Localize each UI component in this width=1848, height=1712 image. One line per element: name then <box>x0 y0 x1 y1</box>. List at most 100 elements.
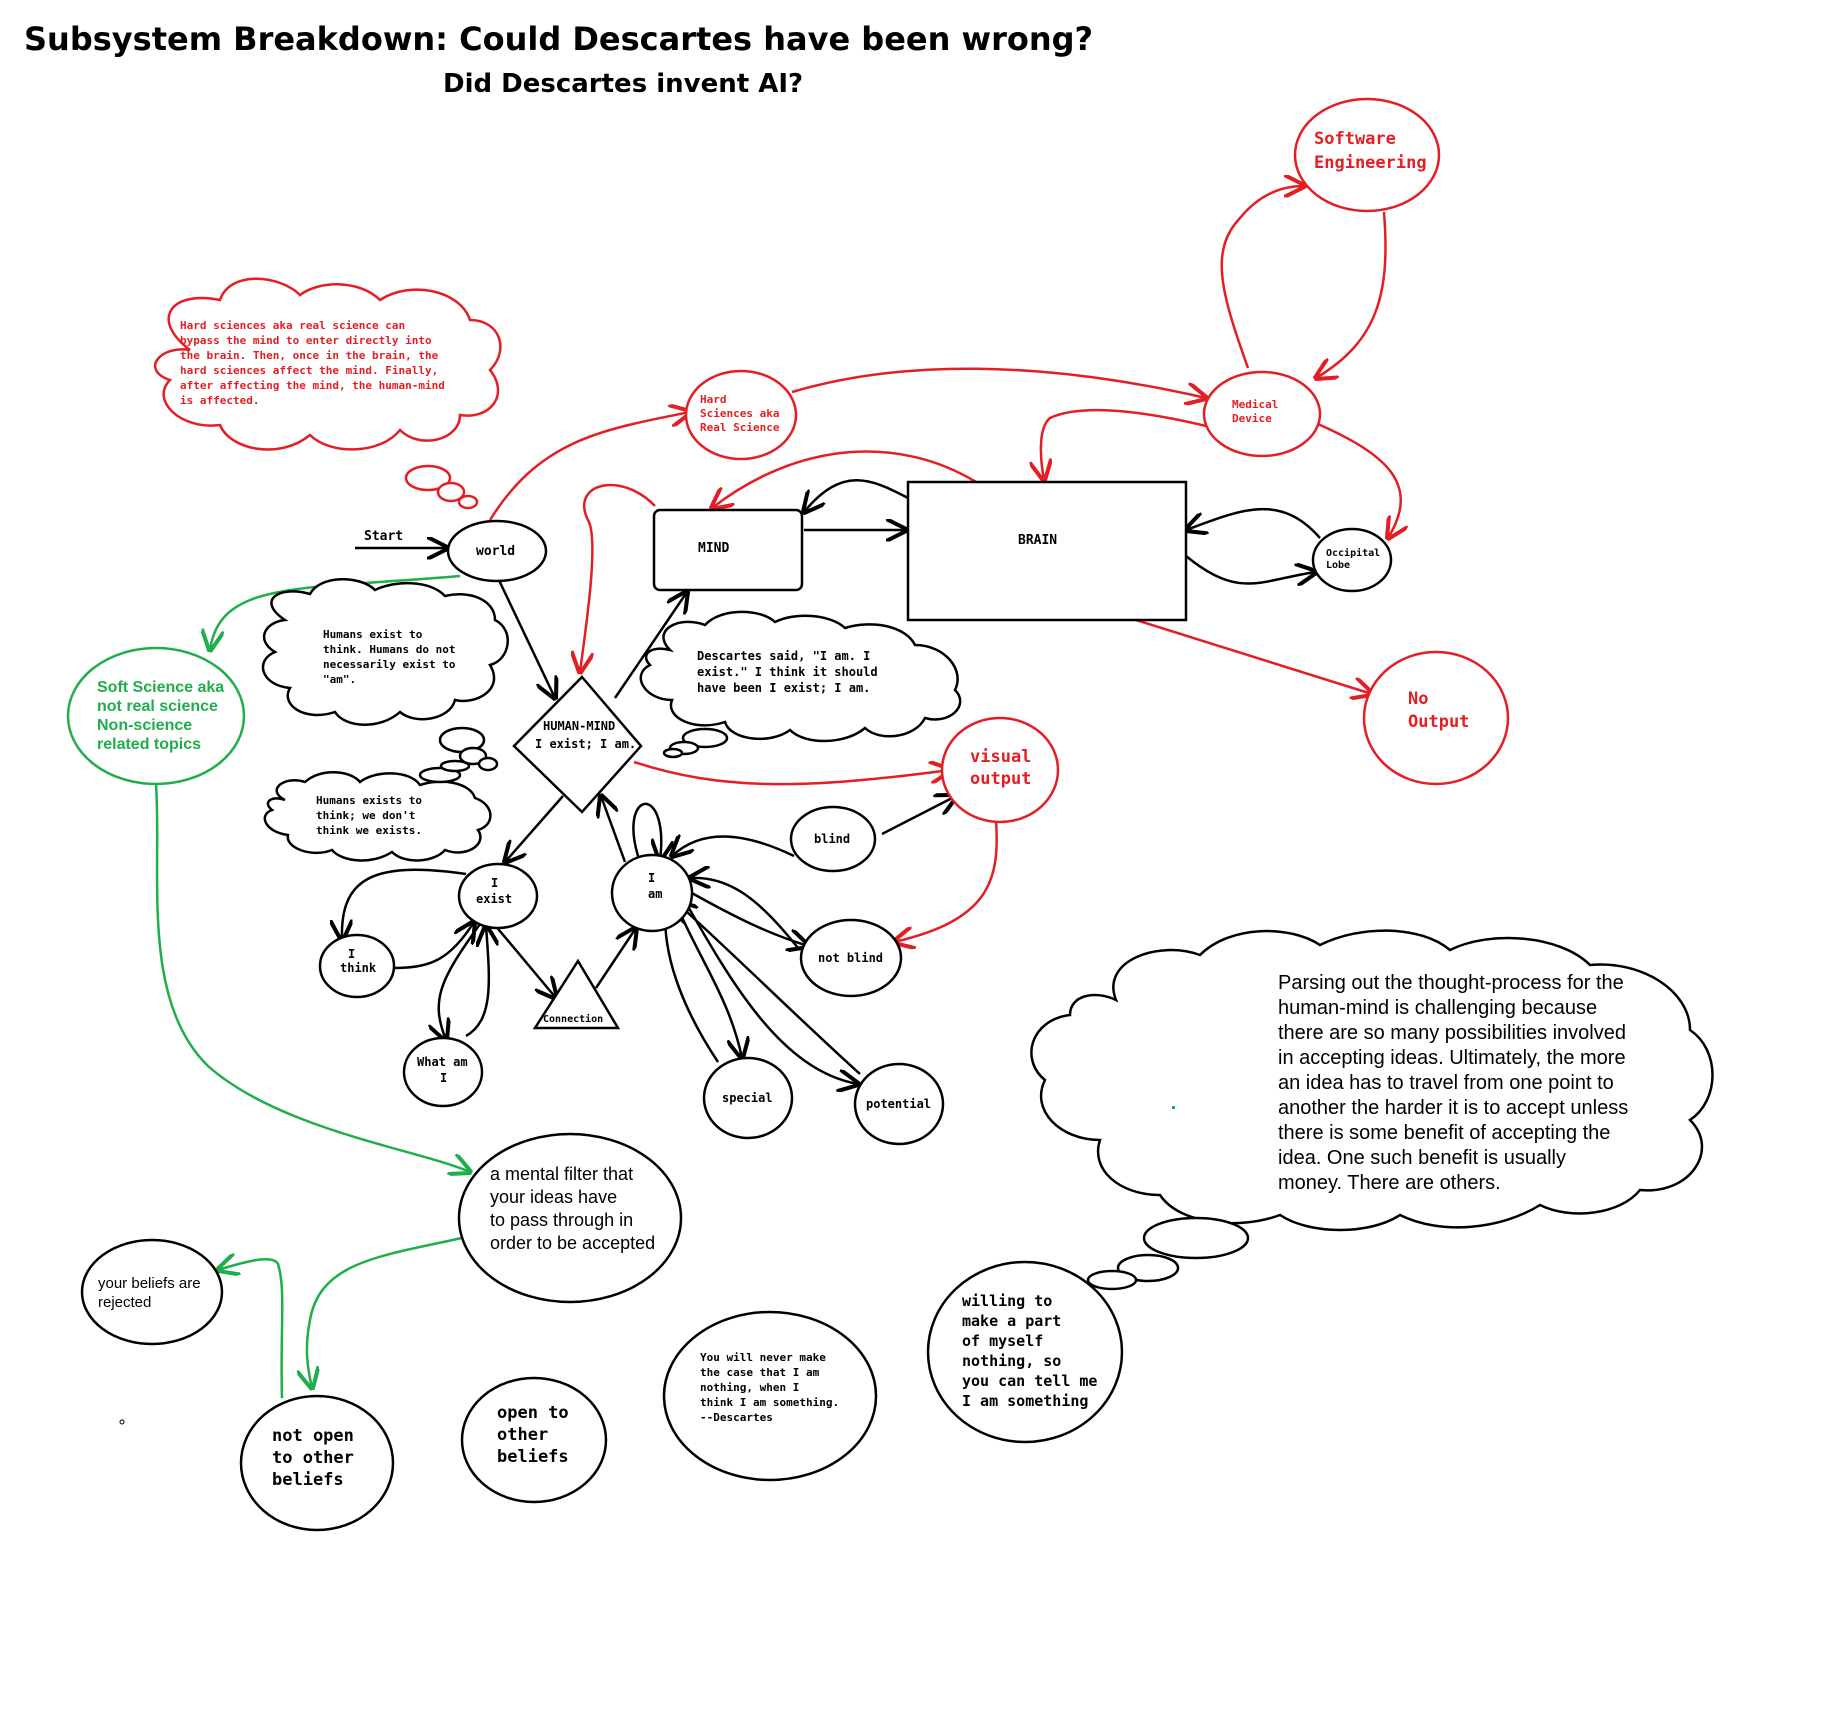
software-engineering-label-2: Engineering <box>1314 153 1427 173</box>
human-mind-node: HUMAN-MIND I exist; I am. <box>512 675 643 814</box>
willing-label-3: of myself <box>962 1332 1043 1350</box>
brain-to-mind-red <box>712 450 977 508</box>
world-to-soft-science <box>210 574 461 650</box>
soft-science-label-3: Non-science <box>97 717 192 734</box>
world-label: world <box>476 544 515 559</box>
human-mind-label-1: HUMAN-MIND <box>543 719 615 733</box>
medical-device-node: Medical Device <box>1202 370 1322 458</box>
not-blind-label: not blind <box>818 951 883 965</box>
human-mind-to-mind <box>613 592 687 699</box>
soft-science-node: Soft Science aka not real science Non-sc… <box>66 646 246 786</box>
hard-cloud-line-5: after affecting the mind, the human-mind <box>180 379 445 392</box>
willing-label-5: you can tell me <box>962 1372 1097 1390</box>
what-am-i-label-1: What am <box>417 1055 468 1069</box>
parsing-cloud: Parsing out the thought-process for the … <box>1030 929 1714 1291</box>
human-mind-label-2: I exist; I am. <box>535 737 636 751</box>
hard-cloud-line-4: hard sciences affect the mind. Finally, <box>180 364 438 377</box>
occipital-lobe-node: Occipital Lobe <box>1311 527 1393 593</box>
what-am-i-node: What am I <box>402 1036 484 1108</box>
parsing-line-6: another the harder it is to accept unles… <box>1278 1097 1628 1119</box>
i-am-to-potential <box>680 895 858 1084</box>
blind-to-visual-output <box>881 796 956 836</box>
visual-output-label-1: visual <box>970 747 1031 767</box>
occipital-label-1: Occipital <box>1326 547 1380 559</box>
hard-cloud-line-6: is affected. <box>180 394 259 407</box>
humans-exist-cloud: Humans exist to think. Humans do not nec… <box>261 578 509 772</box>
parsing-line-2: human-mind is challenging because <box>1278 997 1597 1019</box>
potential-node: potential <box>853 1062 945 1146</box>
quote-label-1: You will never make <box>700 1351 826 1364</box>
rejected-label-1: your beliefs are <box>98 1275 201 1292</box>
humans-exist-line-4: "am". <box>323 673 356 686</box>
quote-label-2: the case that I am <box>700 1366 820 1379</box>
potential-label: potential <box>866 1097 931 1111</box>
black-connectors <box>342 479 1321 1084</box>
parsing-line-3: there are so many possibilities involved <box>1278 1022 1626 1044</box>
hard-cloud-line-3: the brain. Then, once in the brain, the <box>180 349 439 362</box>
hard-sciences-to-medical-device <box>791 367 1206 398</box>
i-am-to-not-blind <box>689 890 808 946</box>
page-title: Subsystem Breakdown: Could Descartes hav… <box>24 20 1093 58</box>
stray-green-dot <box>1172 1106 1175 1109</box>
filter-label-3: to pass through in <box>490 1210 633 1230</box>
connection-label: Connection <box>543 1013 603 1025</box>
humans-exists-line-3: think we exists. <box>316 824 422 837</box>
brain-node: BRAIN <box>906 480 1188 622</box>
willing-label-6: I am something <box>962 1392 1088 1410</box>
open-label-1: open to <box>497 1403 569 1423</box>
descartes-said-cloud: Descartes said, "I am. I exist." I think… <box>639 610 962 759</box>
what-am-i-to-i-exist <box>465 926 489 1038</box>
parsing-line-5: an idea has to travel from one point to <box>1278 1072 1614 1094</box>
mental-filter-node: a mental filter that your ideas have to … <box>457 1132 683 1304</box>
world-to-human-mind <box>495 575 555 698</box>
soft-science-label-2: not real science <box>97 698 218 715</box>
descartes-said-line-1: Descartes said, "I am. I <box>697 649 870 663</box>
i-am-label-1: I <box>648 871 655 885</box>
open-label-3: beliefs <box>497 1447 569 1467</box>
soft-science-label-4: related topics <box>97 736 201 753</box>
blind-to-i-am <box>672 837 795 857</box>
filter-to-not-open <box>307 1236 463 1388</box>
i-think-label-2: think <box>340 961 377 975</box>
start-label: Start <box>364 529 403 544</box>
world-to-hard-sciences <box>488 412 690 521</box>
not-open-to-rejected <box>218 1259 284 1399</box>
i-think-label-1: I <box>348 947 355 961</box>
visual-output-label-2: output <box>970 769 1031 789</box>
not-open-label-3: beliefs <box>272 1470 344 1490</box>
filter-label-2: your ideas have <box>490 1187 617 1207</box>
humans-exist-line-3: necessarily exist to <box>323 658 456 671</box>
medical-device-to-software <box>1220 186 1304 369</box>
i-exist-label-1: I <box>491 876 498 890</box>
special-node: special <box>702 1056 794 1140</box>
i-am-node: I am <box>610 853 694 933</box>
humans-exist-line-1: Humans exist to <box>323 628 423 641</box>
parsing-line-7: there is some benefit of accepting the <box>1278 1122 1610 1144</box>
potential-to-i-am <box>676 902 861 1075</box>
brain-label: BRAIN <box>1018 533 1057 548</box>
connection-to-i-am <box>594 928 636 989</box>
humans-exists-line-1: Humans exists to <box>316 794 422 807</box>
stray-dot <box>119 1419 125 1425</box>
medical-device-to-brain <box>1041 408 1207 480</box>
humans-exists-cloud: Humans exists to think; we don't think w… <box>263 759 492 862</box>
descartes-said-line-3: have been I exist; I am. <box>697 681 870 695</box>
blind-label: blind <box>814 832 850 846</box>
software-to-medical-device <box>1316 211 1387 378</box>
not-blind-node: not blind <box>799 918 903 998</box>
open-node: open to other beliefs <box>460 1376 608 1504</box>
i-exist-label-2: exist <box>476 892 512 906</box>
medical-device-to-occipital <box>1317 422 1401 538</box>
red-connectors <box>488 186 1401 942</box>
willing-node: willing to make a part of myself nothing… <box>926 1260 1124 1444</box>
human-mind-to-i-exist <box>505 795 564 862</box>
parsing-line-9: money. There are others. <box>1278 1172 1501 1194</box>
i-exist-to-i-think <box>342 868 467 940</box>
parsing-line-4: in accepting ideas. Ultimately, the more <box>1278 1047 1626 1069</box>
i-think-to-i-exist <box>393 922 474 970</box>
quote-label-4: think I am something. <box>700 1396 839 1409</box>
i-exist-to-connection <box>493 923 556 998</box>
hard-sciences-label-3: Real Science <box>700 421 780 434</box>
visual-output-to-not-blind <box>894 819 998 942</box>
